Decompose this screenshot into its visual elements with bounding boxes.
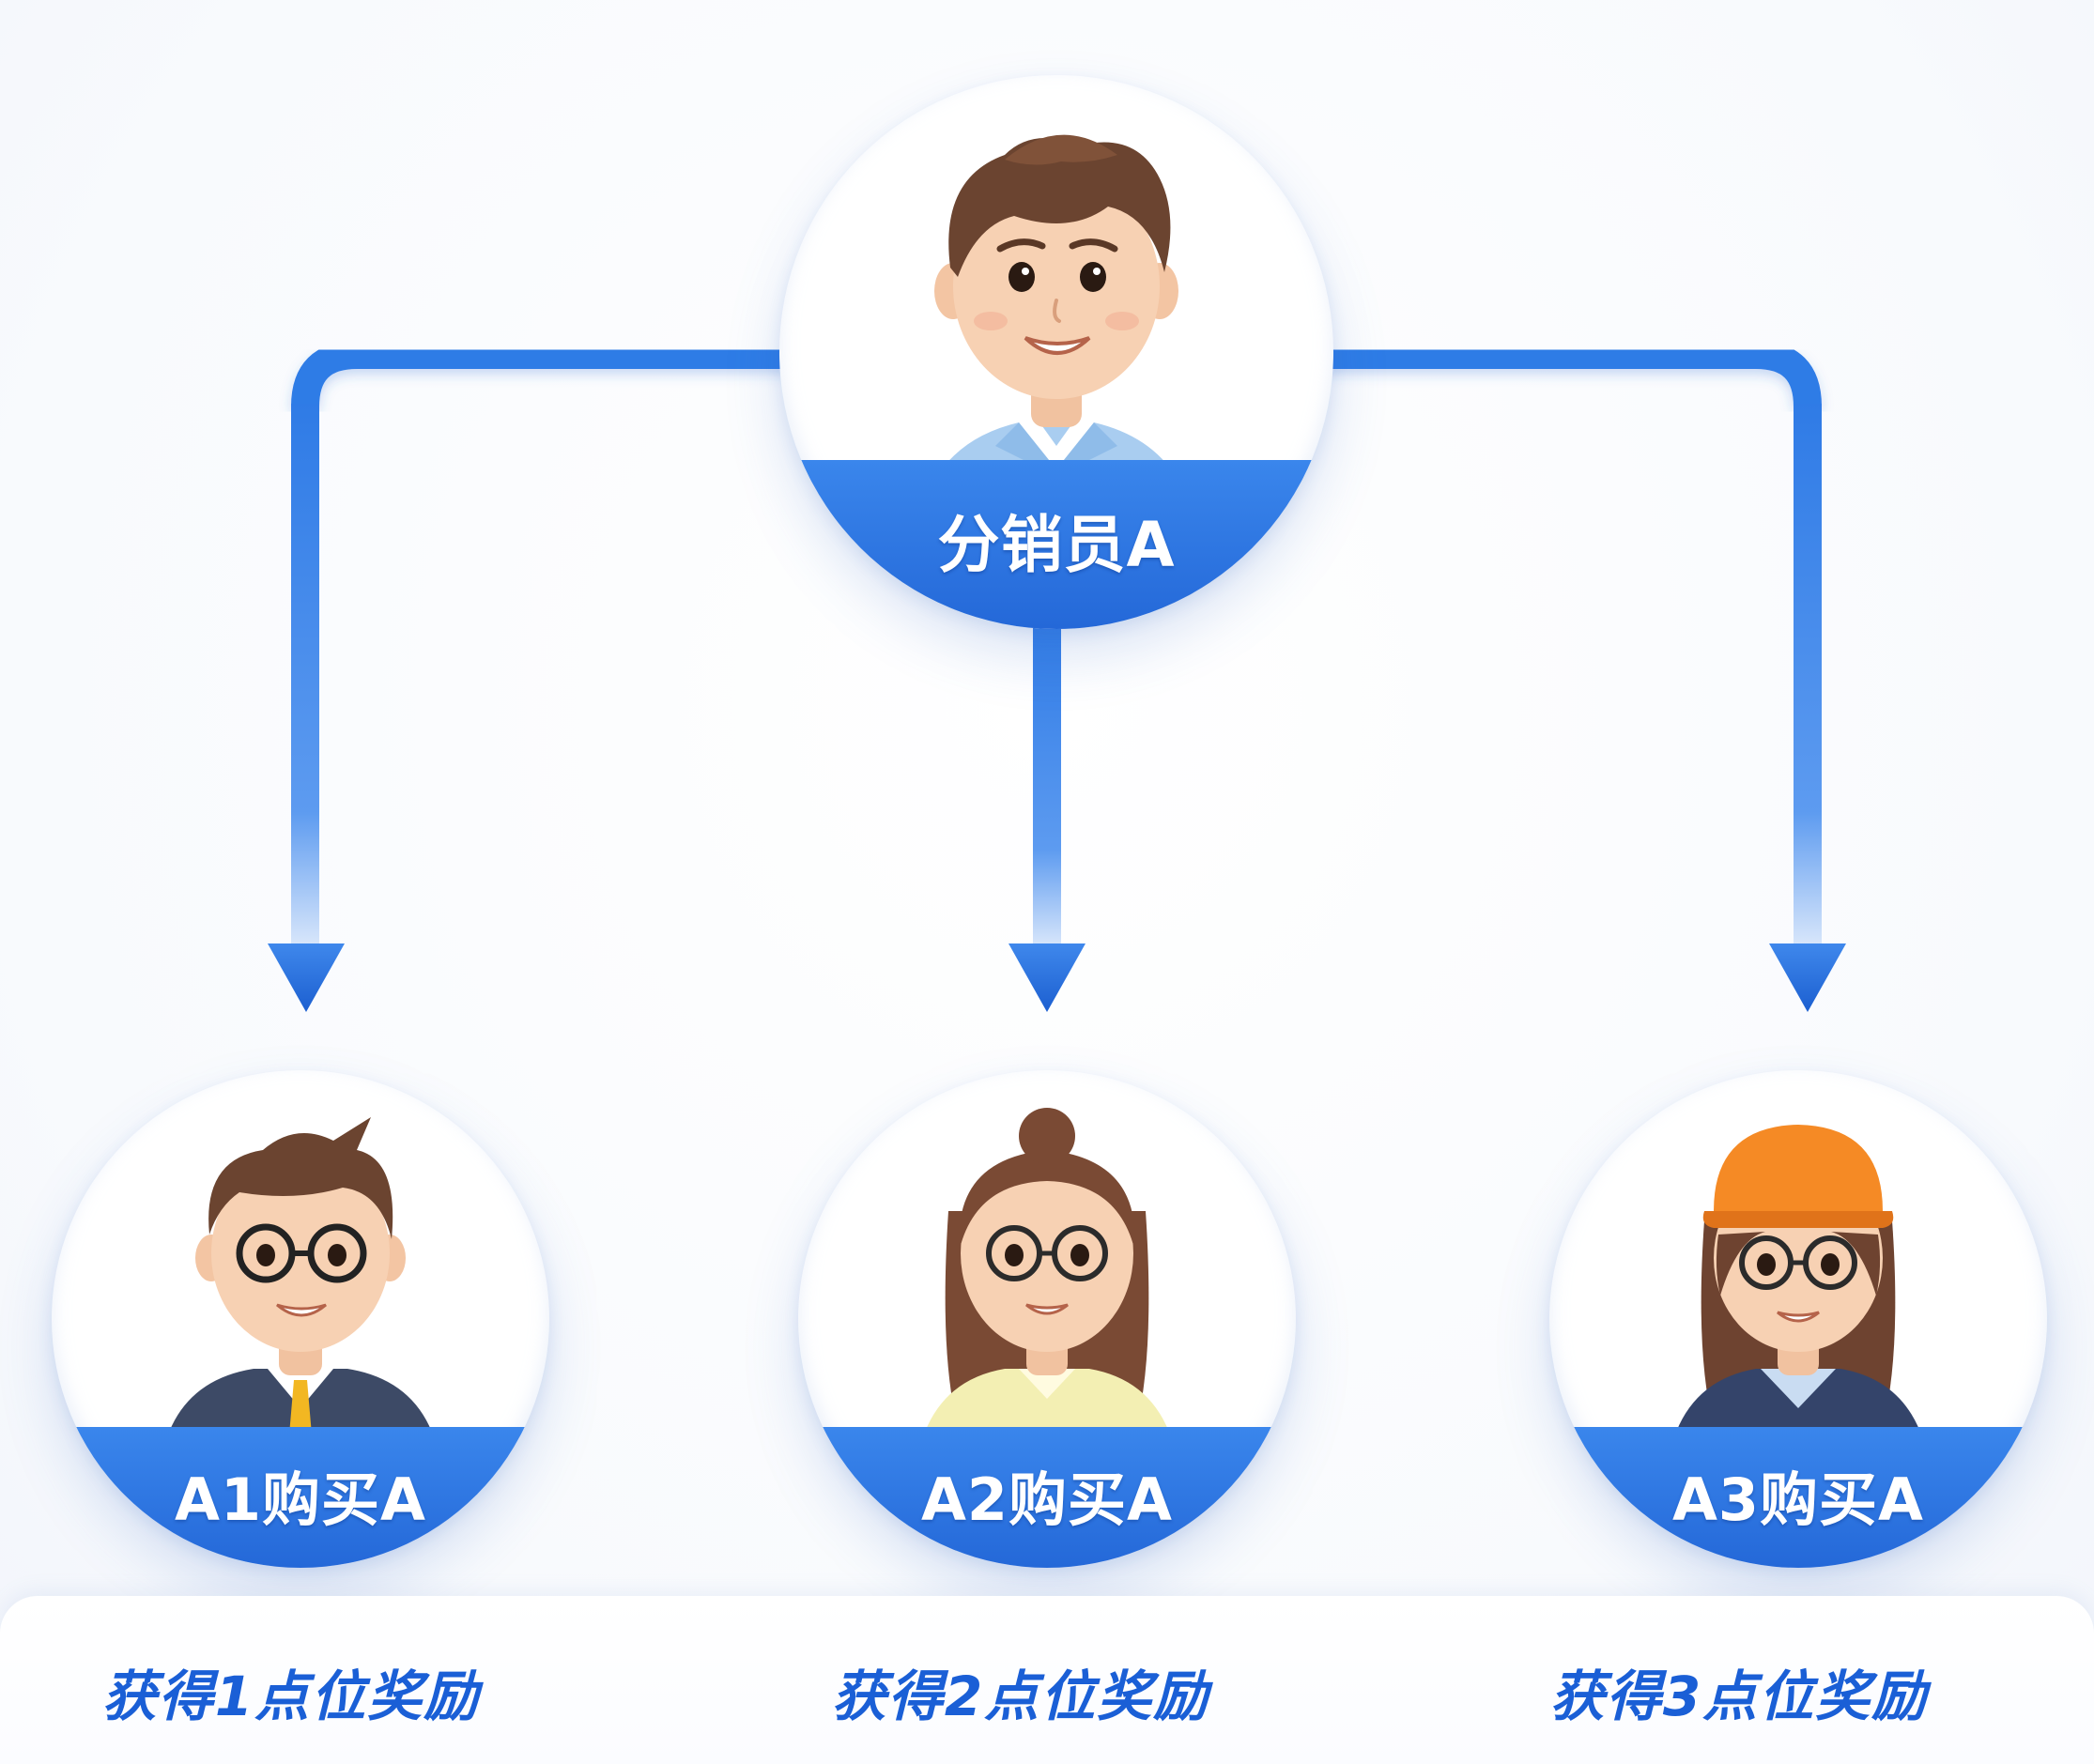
distributor-banner: 分销员A <box>779 460 1333 629</box>
reward-strip <box>0 1596 2094 1764</box>
man-avatar-icon <box>920 134 1193 516</box>
left-arrow-head <box>268 943 345 1012</box>
buyer-a2-label: A2购买A <box>920 1465 1174 1534</box>
woman-glasses-avatar-icon <box>920 1108 1174 1446</box>
reward-label-1: 获得1点位奖励 <box>101 1664 481 1728</box>
left-connector-vertical <box>291 404 319 948</box>
buyer-node-a1: A1购买A <box>52 1070 549 1568</box>
left-connector-horizontal <box>291 341 789 407</box>
right-arrow-head <box>1769 943 1846 1012</box>
distributor-label: 分销员A <box>937 509 1176 581</box>
buyer-a1-banner: A1购买A <box>52 1427 549 1568</box>
right-connector-vertical <box>1794 404 1822 948</box>
buyer-a3-label: A3购买A <box>1671 1465 1925 1534</box>
right-connector-horizontal <box>1324 341 1822 407</box>
distributor-node: 分销员A <box>779 75 1333 629</box>
buyer-a1-label: A1购买A <box>174 1465 427 1534</box>
buyer-node-a3: A3购买A <box>1549 1070 2047 1568</box>
reward-label-3: 获得3点位奖励 <box>1549 1664 1929 1728</box>
reward-label-2: 获得2点位奖励 <box>831 1664 1210 1728</box>
buyer-a3-banner: A3购买A <box>1549 1427 2047 1568</box>
middle-connector-vertical <box>1033 620 1061 948</box>
buyer-node-a2: A2购买A <box>798 1070 1296 1568</box>
buyer-a2-banner: A2购买A <box>798 1427 1296 1568</box>
woman-hardhat-avatar-icon <box>1671 1125 1925 1446</box>
middle-arrow-head <box>1009 943 1085 1012</box>
